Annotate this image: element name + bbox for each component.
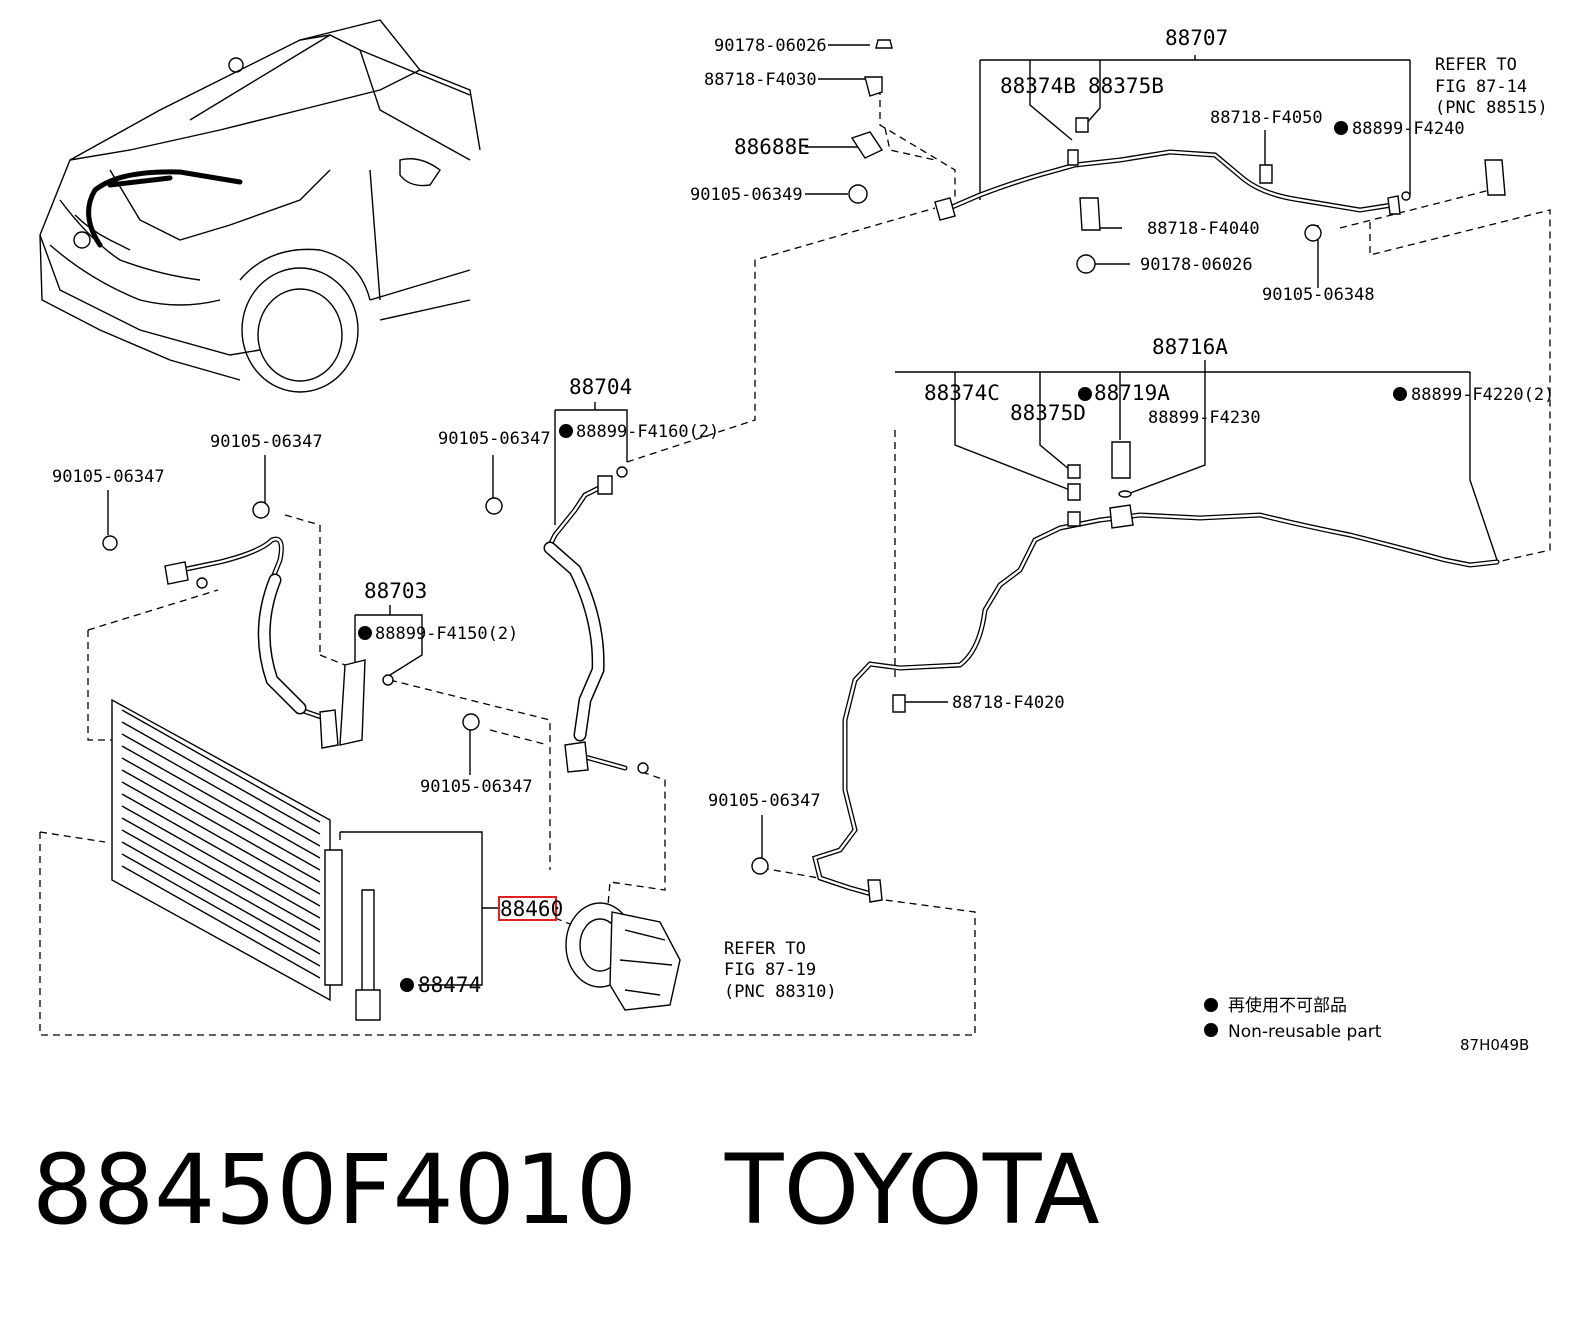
pipes xyxy=(169,149,1500,898)
label-90105-06349: 90105-06349 xyxy=(690,185,803,205)
label-90105-06347-a: 90105-06347 xyxy=(438,429,551,449)
label-refer-fig-87-19-line3: (PNC 88310) xyxy=(724,982,837,1002)
label-refer-fig-87-14-line2: FIG 87-14 xyxy=(1435,77,1527,97)
label-88374c: 88374C xyxy=(924,381,1000,405)
label-90178-06026-top: 90178-06026 xyxy=(714,36,827,56)
label-90105-06348: 90105-06348 xyxy=(1262,285,1375,305)
legend: 再使用不可部品 Non-reusable part 87H049B xyxy=(1228,995,1529,1054)
label-90178-06026-mid: 90178-06026 xyxy=(1140,255,1253,275)
label-88718-f4040: 88718-F4040 xyxy=(1147,219,1260,239)
vehicle-illustration xyxy=(39,19,481,393)
figure-code: 87H049B xyxy=(1460,1036,1529,1054)
callout-labels: 90178-06026 88718-F4030 88688E 90105-063… xyxy=(52,26,1554,1002)
label-88718-f4020: 88718-F4020 xyxy=(952,693,1065,713)
label-refer-fig-87-14-line3: (PNC 88515) xyxy=(1435,98,1548,118)
assembly-outlines xyxy=(39,88,1551,1036)
part-number: 88450F4010 xyxy=(32,1134,637,1246)
label-88374b: 88374B xyxy=(1000,74,1076,98)
label-refer-fig-87-19-line2: FIG 87-19 xyxy=(724,960,816,980)
label-88899-f4150: 88899-F4150(2) xyxy=(375,624,518,644)
label-88460: 88460 xyxy=(500,897,563,921)
brand-name: TOYOTA xyxy=(724,1134,1100,1246)
legend-non-reusable-part: Non-reusable part xyxy=(1228,1022,1382,1042)
label-88719a: 88719A xyxy=(1094,381,1170,405)
label-refer-fig-87-19-line1: REFER TO xyxy=(724,939,806,959)
label-88375d: 88375D xyxy=(1010,401,1086,425)
condenser-assembly xyxy=(111,698,381,1021)
label-88899-f4160: 88899-F4160(2) xyxy=(576,422,719,442)
non-reusable-dots xyxy=(358,121,1407,1037)
label-90105-06347-b: 90105-06347 xyxy=(210,432,323,452)
label-90105-06347-e: 90105-06347 xyxy=(708,791,821,811)
footer-caption: 88450F4010 TOYOTA xyxy=(32,1130,1100,1250)
label-88718-f4050: 88718-F4050 xyxy=(1210,108,1323,128)
compressor xyxy=(565,902,681,1011)
label-90105-06347-d: 90105-06347 xyxy=(420,777,533,797)
label-88716a: 88716A xyxy=(1152,335,1228,359)
label-88704: 88704 xyxy=(569,375,632,399)
small-parts xyxy=(102,39,1506,903)
label-88718-f4030: 88718-F4030 xyxy=(704,70,817,90)
label-88474: 88474 xyxy=(418,973,481,997)
label-88703: 88703 xyxy=(364,579,427,603)
label-88375b: 88375B xyxy=(1088,74,1164,98)
highlight-box xyxy=(498,896,557,921)
label-refer-fig-87-14-line1: REFER TO xyxy=(1435,55,1517,75)
label-88688e: 88688E xyxy=(734,135,810,159)
label-88899-f4240: 88899-F4240 xyxy=(1352,119,1465,139)
parts-diagram: 90178-06026 88718-F4030 88688E 90105-063… xyxy=(39,19,1554,1054)
label-90105-06347-c: 90105-06347 xyxy=(52,467,165,487)
legend-japanese: 再使用不可部品 xyxy=(1228,995,1347,1016)
label-88899-f4230: 88899-F4230 xyxy=(1148,408,1261,428)
label-88707: 88707 xyxy=(1165,26,1228,50)
label-88899-f4220: 88899-F4220(2) xyxy=(1411,385,1554,405)
leader-lines xyxy=(107,44,1498,986)
